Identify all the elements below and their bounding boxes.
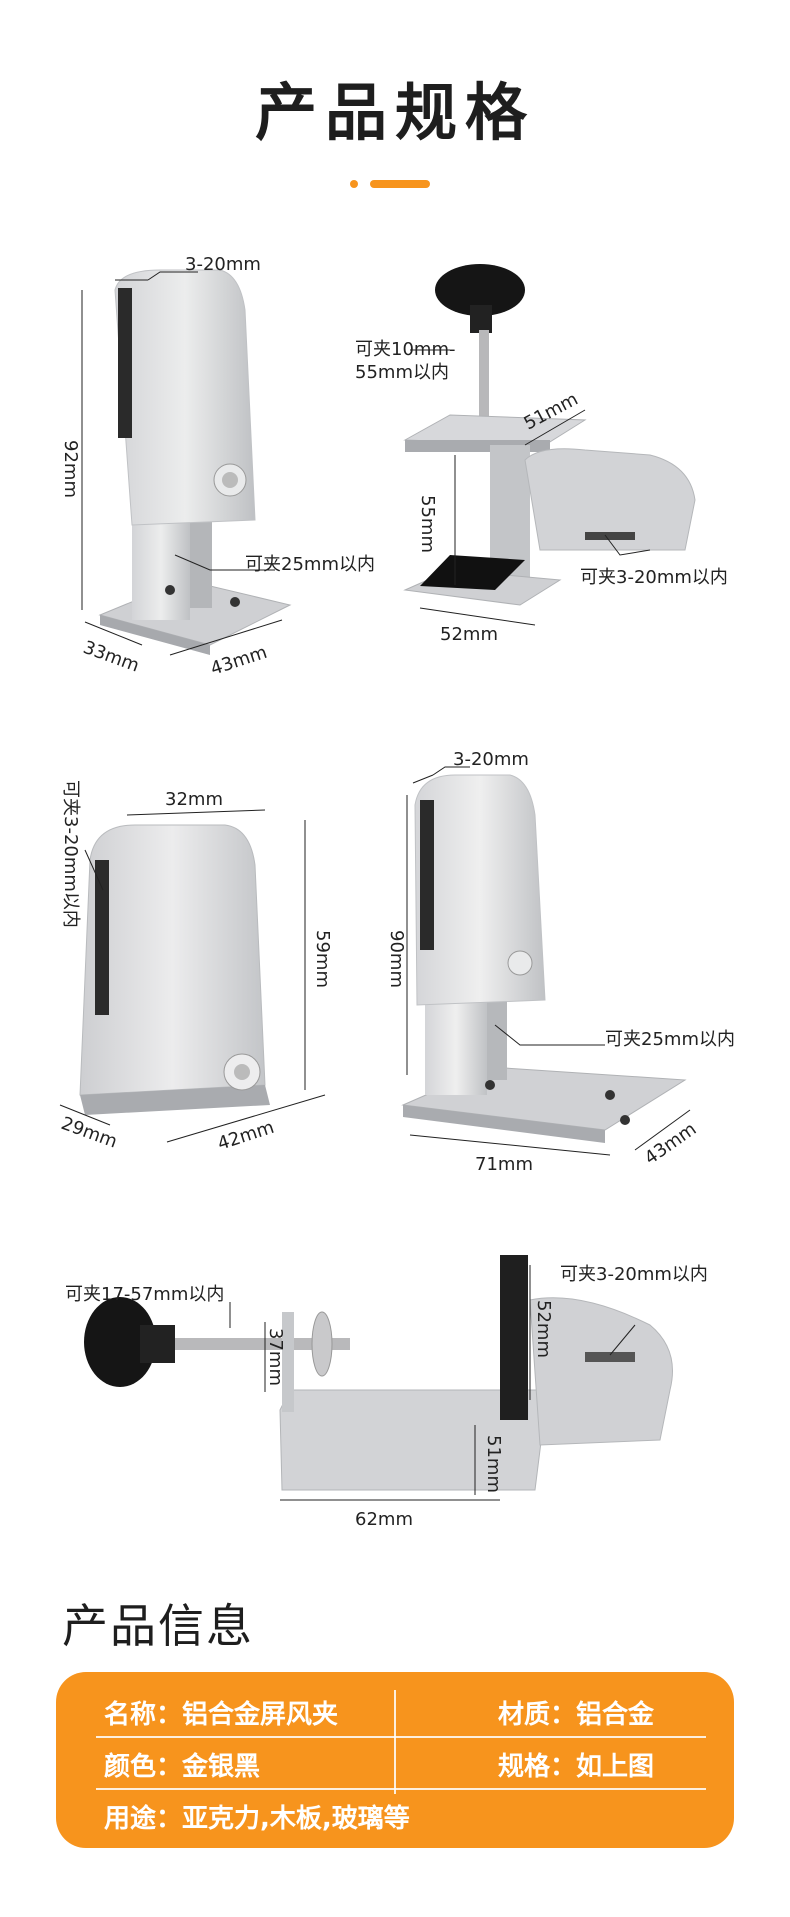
knob-icon — [435, 264, 525, 316]
row-divider — [96, 1736, 706, 1738]
info-row: 名称：铝合金屏风夹 材质：铝合金 — [56, 1684, 734, 1736]
row-divider — [96, 1788, 706, 1790]
d1-clamp-label: 可夹25mm以内 — [245, 554, 375, 575]
d5-clamp-label: 可夹3-20mm以内 — [560, 1264, 708, 1285]
diagram-c-clamp: 可夹10mm- 55mm以内 55mm 51mm 可夹3-20mm以内 52mm — [350, 250, 770, 650]
d5-length-label: 62mm — [355, 1509, 413, 1530]
info-card: 名称：铝合金屏风夹 材质：铝合金 颜色：金银黑 规格：如上图 用途：亚克力,木板… — [56, 1672, 734, 1848]
clamp-head — [524, 448, 696, 551]
d5-head-label: 52mm — [533, 1300, 554, 1358]
diagram-side-clamp: 可夹17-57mm以内 37mm 52mm 可夹3-20mm以内 51mm 62… — [60, 1240, 750, 1550]
info-usage: 用途：亚克力,木板,玻璃等 — [104, 1804, 410, 1834]
decoration-bar — [370, 180, 430, 188]
d2-width-label: 52mm — [440, 624, 498, 645]
bracket-head — [114, 269, 256, 526]
d4-length-label: 71mm — [475, 1154, 533, 1175]
glass-slot — [95, 860, 109, 1015]
glass-slot — [118, 288, 132, 438]
bracket-stem — [132, 520, 190, 620]
column-divider — [394, 1690, 396, 1794]
d1-gap-label: 3-20mm — [185, 254, 261, 275]
d2-clamp-range-label: 可夹10mm- — [355, 339, 455, 360]
info-color: 颜色：金银黑 — [104, 1752, 261, 1782]
d3-height-label: 59mm — [312, 930, 333, 988]
d5-depth-label: 51mm — [483, 1435, 504, 1493]
d5-clamp-range-label: 可夹17-57mm以内 — [65, 1284, 224, 1305]
clamp-head — [529, 1297, 673, 1446]
diagram-tall-bracket: 3-20mm 90mm 可夹25mm以内 71mm 43mm — [386, 745, 770, 1175]
d1-height-label: 92mm — [60, 440, 81, 498]
info-name: 名称：铝合金屏风夹 — [104, 1700, 339, 1730]
d4-width-label: 43mm — [641, 1119, 701, 1169]
d3-top-label: 32mm — [165, 789, 223, 810]
d4-gap-label: 3-20mm — [453, 749, 529, 770]
d3-clamp-label: 可夹3-20mm以内 — [60, 780, 81, 928]
info-row: 用途：亚克力,木板,玻璃等 — [56, 1788, 734, 1840]
diagram-compact-bracket: 32mm 59mm 可夹3-20mm以内 29mm 42mm — [55, 770, 345, 1170]
d1-depth-label: 33mm — [80, 637, 142, 677]
d1-width-label: 43mm — [208, 642, 270, 680]
glass-slot — [420, 800, 434, 950]
title-decoration — [0, 180, 790, 188]
info-material: 材质：铝合金 — [498, 1700, 655, 1730]
d4-clamp-label: 可夹25mm以内 — [605, 1029, 735, 1050]
d3-width-label: 42mm — [215, 1117, 277, 1155]
glass-panel — [500, 1255, 528, 1420]
knob-icon — [84, 1297, 156, 1387]
page-title: 产品规格 — [254, 76, 535, 149]
threaded-rod — [175, 1338, 350, 1350]
decoration-dot — [350, 180, 358, 188]
d5-jaw-label: 37mm — [265, 1328, 286, 1386]
threaded-rod — [479, 330, 489, 430]
d3-depth-label: 29mm — [58, 1113, 120, 1153]
bracket-head — [414, 774, 546, 1006]
svg-text:55mm以内: 55mm以内 — [355, 362, 449, 383]
diagram-bracket-base: 3-20mm 92mm 可夹25mm以内 33mm 43mm — [50, 250, 375, 690]
d2-height-label: 55mm — [417, 495, 438, 553]
info-title: 产品信息 — [62, 1599, 254, 1653]
info-spec: 规格：如上图 — [498, 1752, 655, 1782]
bracket-body — [79, 824, 266, 1096]
rubber-pad — [420, 555, 525, 590]
clamp-pad — [311, 1311, 333, 1377]
d2-clamp-label: 可夹3-20mm以内 — [580, 567, 728, 588]
d4-height-label: 90mm — [386, 930, 407, 988]
info-row: 颜色：金银黑 规格：如上图 — [56, 1736, 734, 1788]
screw — [507, 950, 533, 976]
